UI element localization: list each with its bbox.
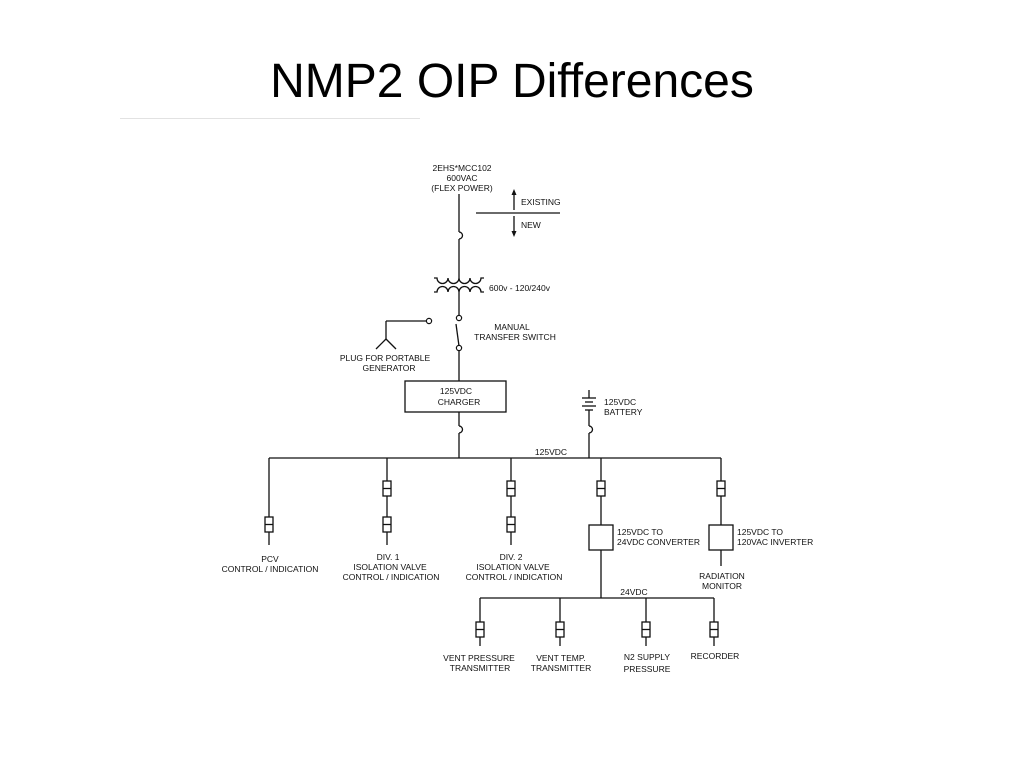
switch-blade <box>455 323 460 347</box>
breaker-battery-symbol <box>588 425 594 434</box>
transfer-switch-label-line2: TRANSFER SWITCH <box>474 332 556 342</box>
generator-plug-prong-right <box>385 338 397 350</box>
arrow-down-icon <box>511 231 517 237</box>
div2-label-line3: CONTROL / INDICATION <box>466 572 563 582</box>
generator-plug-prong-left <box>375 338 387 350</box>
breaker-source-symbol <box>458 231 464 240</box>
converter-box <box>588 524 614 551</box>
charger-label-line1: 125VDC <box>440 386 472 396</box>
pcv-label-line1: PCV <box>261 554 279 564</box>
radiation-monitor-label-line2: MONITOR <box>702 581 742 591</box>
div2-label-line1: DIV. 2 <box>500 552 523 562</box>
div1-label-line2: ISOLATION VALVE <box>353 562 427 572</box>
transfer-switch-label-line1: MANUAL <box>494 322 530 332</box>
radiation-monitor-label-line1: RADIATION <box>699 571 745 581</box>
source-label-line2: 600VAC <box>446 173 477 183</box>
transformer-secondary-coil <box>434 285 484 293</box>
div1-label-line1: DIV. 1 <box>377 552 400 562</box>
switch-bottom-contact <box>455 344 463 352</box>
div1-label-line3: CONTROL / INDICATION <box>343 572 440 582</box>
n2-supply-label-line2: PRESSURE <box>624 664 671 674</box>
charger-label-line2: CHARGER <box>438 397 481 407</box>
vent-temp-label-line1: VENT TEMP. <box>536 653 586 663</box>
transformer-primary-coil <box>434 277 484 285</box>
slide-title: NMP2 OIP Differences <box>270 55 754 108</box>
generator-label-line2: GENERATOR <box>362 363 415 373</box>
title-divider <box>120 118 420 119</box>
inverter-box <box>708 524 734 551</box>
arrow-up-icon <box>511 189 517 195</box>
div2-label-line2: ISOLATION VALVE <box>476 562 550 572</box>
bus-24vdc-label: 24VDC <box>620 587 647 597</box>
legend-new-label: NEW <box>521 220 541 230</box>
converter-label-line1: 125VDC TO <box>617 527 663 537</box>
battery-label-line2: BATTERY <box>604 407 643 417</box>
switch-top-contact <box>455 314 463 322</box>
vent-temp-label-line2: TRANSMITTER <box>531 663 591 673</box>
transformer-label: 600v - 120/240v <box>489 283 551 293</box>
source-label-line1: 2EHS*MCC102 <box>432 163 491 173</box>
vent-pressure-label-line1: VENT PRESSURE <box>443 653 515 663</box>
pcv-label-line2: CONTROL / INDICATION <box>222 564 319 574</box>
n2-supply-label-line1: N2 SUPPLY <box>624 652 670 662</box>
breaker-charger-symbol <box>458 425 464 434</box>
vent-pressure-label-line2: TRANSMITTER <box>450 663 510 673</box>
source-label-line3: (FLEX POWER) <box>431 183 493 193</box>
generator-plug-contact <box>425 317 433 325</box>
recorder-label: RECORDER <box>691 651 740 661</box>
generator-label-line1: PLUG FOR PORTABLE <box>340 353 431 363</box>
converter-label-line2: 24VDC CONVERTER <box>617 537 700 547</box>
charger-box <box>404 380 507 413</box>
battery-label-line1: 125VDC <box>604 397 636 407</box>
legend-existing-label: EXISTING <box>521 197 561 207</box>
inverter-label-line2: 120VAC INVERTER <box>737 537 813 547</box>
inverter-label-line1: 125VDC TO <box>737 527 783 537</box>
bus-125vdc-label: 125VDC <box>535 447 567 457</box>
